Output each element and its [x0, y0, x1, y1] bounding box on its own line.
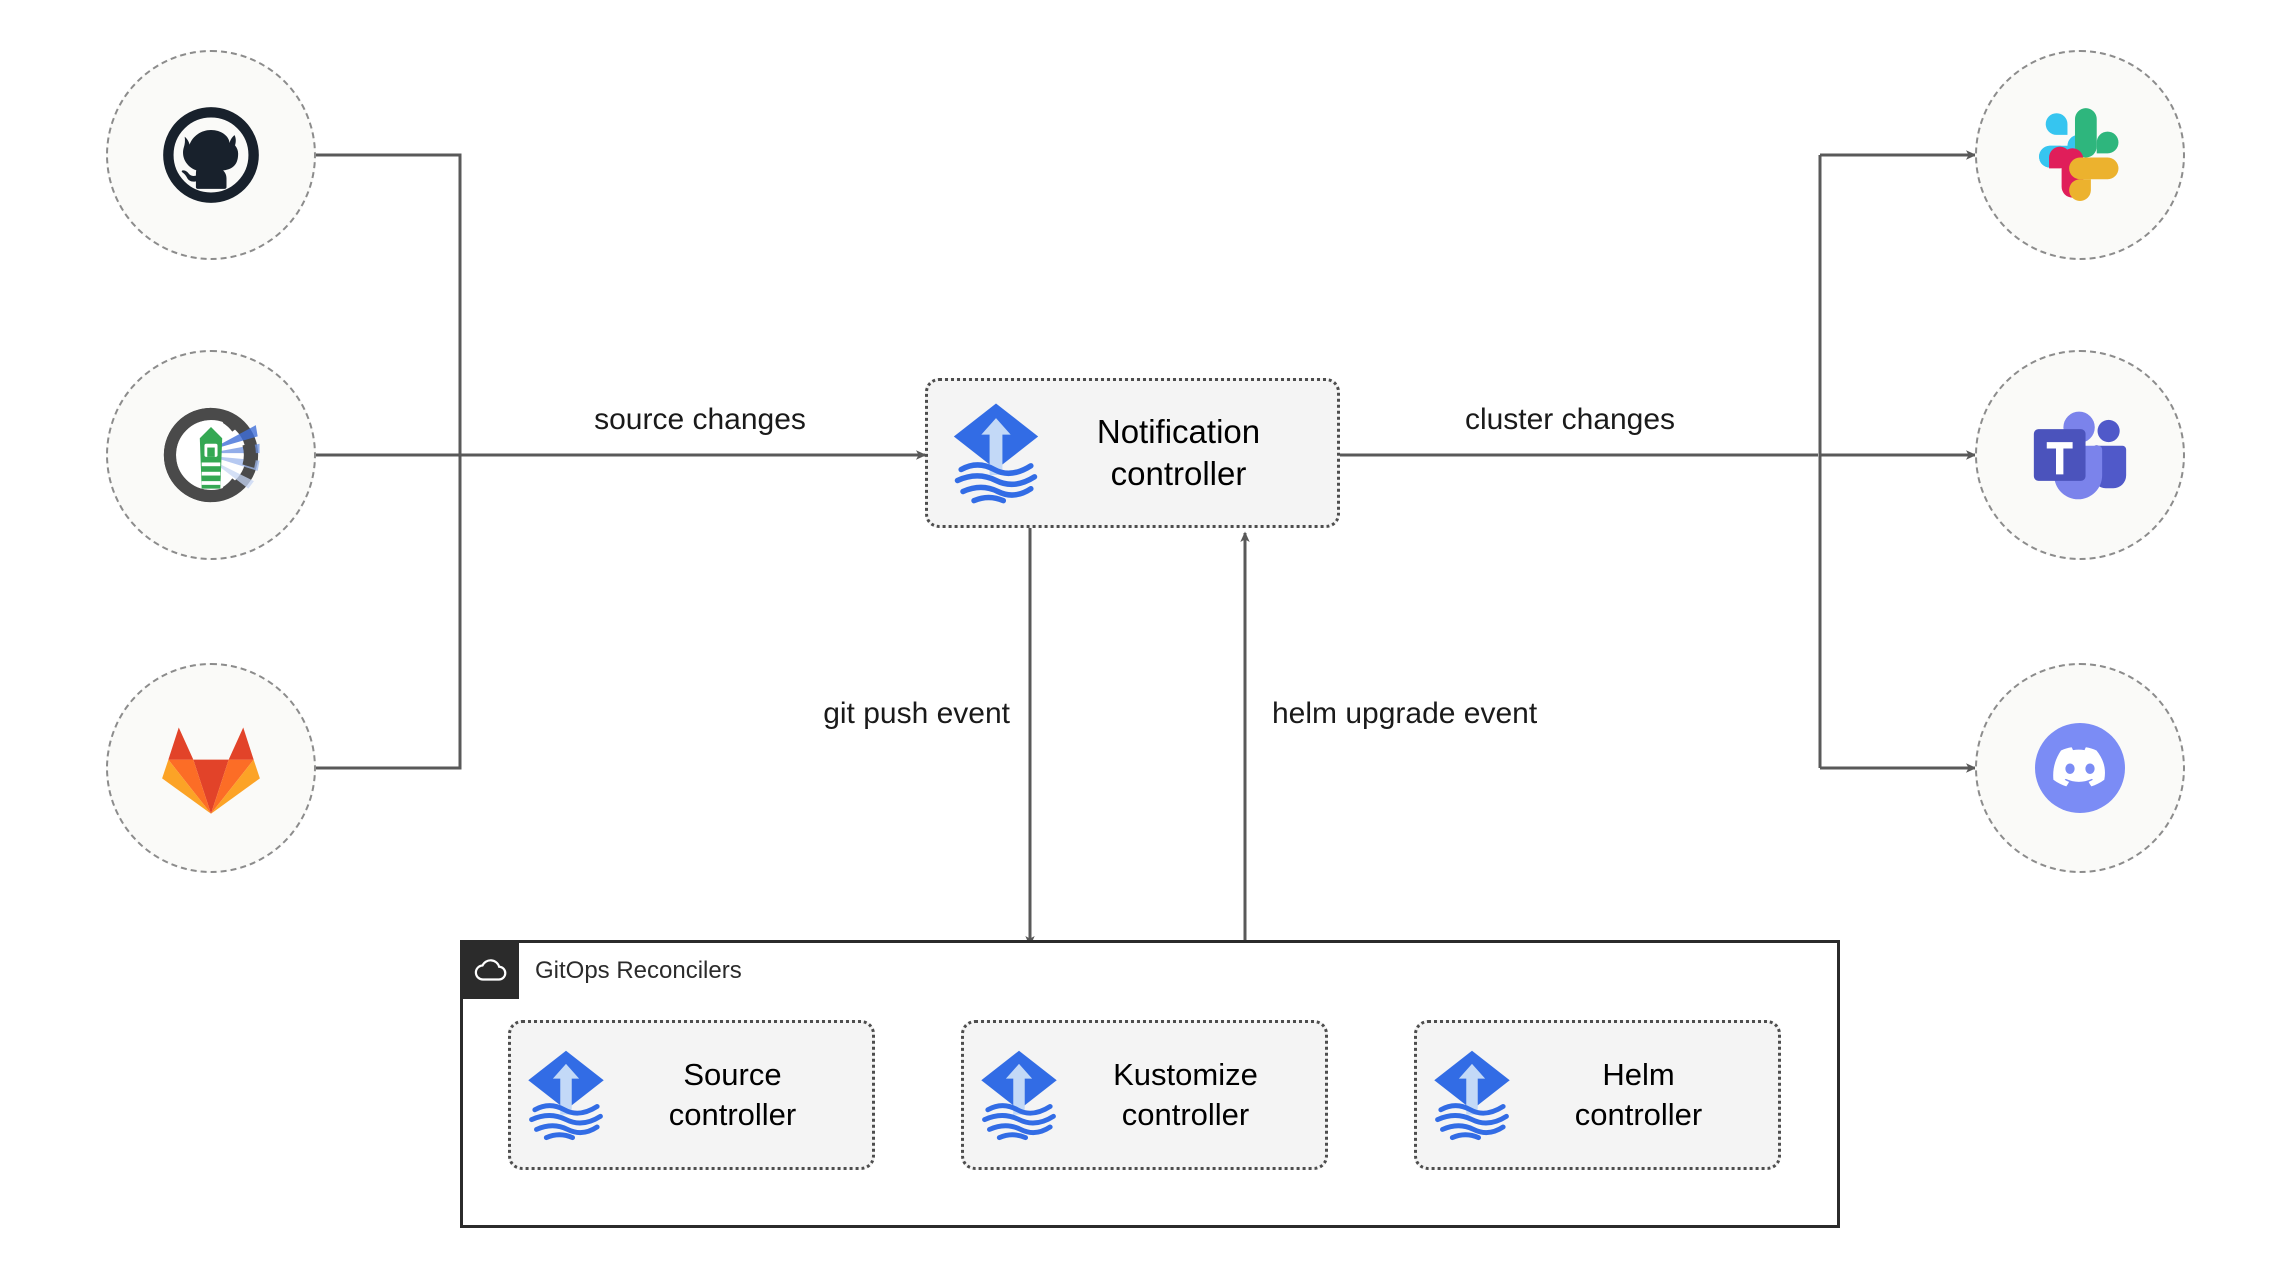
flux-icon	[953, 403, 1039, 504]
flux-icon	[981, 1050, 1057, 1141]
container-title: GitOps Reconcilers	[535, 957, 742, 984]
left-bus	[316, 153, 462, 770]
edge-label-git-push: git push event	[823, 697, 1010, 730]
gitlab-icon	[162, 727, 260, 814]
container-icon-tab	[463, 943, 519, 999]
source-node-helm[interactable]	[106, 350, 316, 560]
notification-controller-label: Notification controller	[1096, 412, 1261, 492]
kustomize-controller-box[interactable]: Kustomize controller	[961, 1020, 1328, 1170]
helm-icon	[163, 407, 260, 503]
edge-label-cluster-changes: cluster changes	[1464, 403, 1676, 436]
github-icon	[163, 107, 259, 203]
edge-label-helm-upgrade: helm upgrade event	[1272, 697, 1538, 730]
discord-icon	[2035, 723, 2125, 813]
source-node-github[interactable]	[106, 50, 316, 260]
helm-controller-label: Helm controller	[1574, 1057, 1703, 1132]
source-controller-label: Source controller	[668, 1057, 797, 1132]
source-controller-box[interactable]: Source controller	[508, 1020, 875, 1170]
slack-icon	[2039, 108, 2119, 201]
flux-icon	[1434, 1050, 1510, 1141]
kustomize-controller-label: Kustomize controller	[1113, 1057, 1258, 1132]
flux-icon	[528, 1050, 604, 1141]
sink-node-discord[interactable]	[1975, 663, 2185, 873]
source-node-gitlab[interactable]	[106, 663, 316, 873]
helm-controller-box[interactable]: Helm controller	[1414, 1020, 1781, 1170]
sink-node-slack[interactable]	[1975, 50, 2185, 260]
cloud-icon	[474, 959, 507, 981]
notification-controller-box[interactable]: Notification controller	[925, 378, 1340, 528]
edge-label-source-changes: source changes	[594, 403, 806, 436]
sink-node-teams[interactable]	[1975, 350, 2185, 560]
teams-icon	[2033, 411, 2127, 500]
